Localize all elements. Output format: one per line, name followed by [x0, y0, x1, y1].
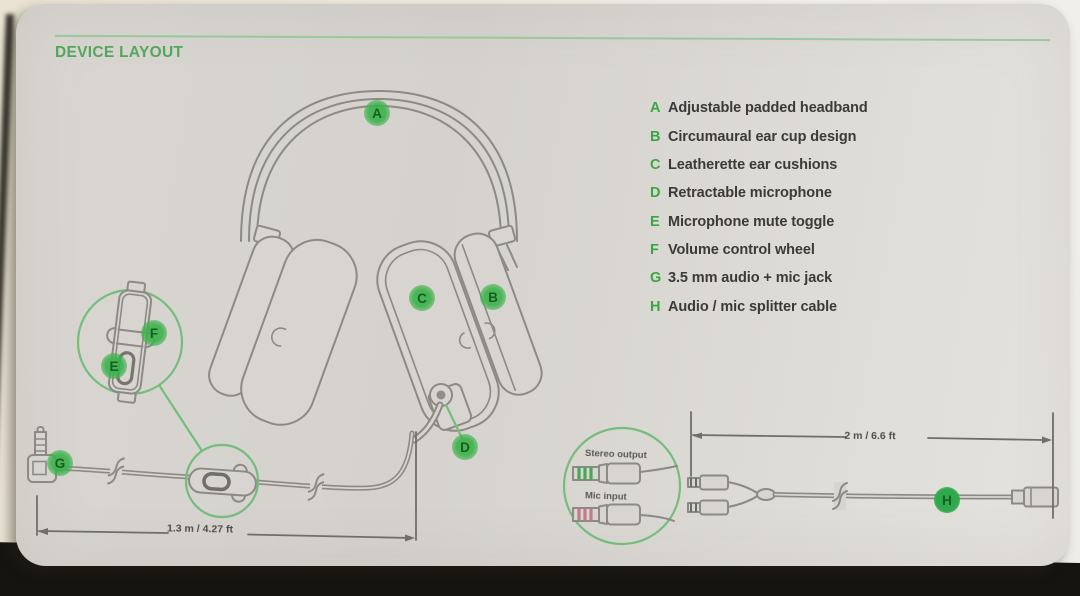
badge-b: B: [480, 284, 506, 310]
legend-letter: E: [650, 213, 660, 230]
legend-letter: H: [650, 298, 661, 315]
headset-illustration: [27, 90, 1059, 546]
badge-e: E: [101, 353, 127, 379]
device-layout-page: DEVICE LAYOUT: [16, 4, 1070, 566]
legend-label: Retractable microphone: [668, 185, 832, 202]
legend-label: Audio / mic splitter cable: [668, 298, 838, 315]
legend-item-e: E Microphone mute toggle: [650, 207, 868, 235]
legend-label: Adjustable padded headband: [668, 100, 868, 117]
badge-c: C: [409, 285, 435, 311]
mic-input-label: Mic input: [584, 490, 627, 503]
badge-h: H: [934, 487, 960, 513]
legend-item-g: G 3.5 mm audio + mic jack: [650, 264, 868, 292]
legend-letter: B: [650, 128, 661, 145]
badge-d: D: [452, 434, 478, 460]
splitter-length-label: 2 m / 6.6 ft: [844, 429, 896, 443]
legend: A Adjustable padded headband B Circumaur…: [650, 94, 868, 321]
legend-letter: F: [650, 241, 659, 258]
page-edge-shadow: [0, 14, 14, 524]
legend-label: Microphone mute toggle: [668, 213, 835, 230]
legend-item-f: F Volume control wheel: [650, 236, 868, 264]
legend-label: 3.5 mm audio + mic jack: [668, 270, 833, 287]
page-title: DEVICE LAYOUT: [55, 44, 184, 61]
legend-letter: D: [650, 185, 661, 202]
legend-letter: C: [650, 156, 661, 173]
legend-label: Volume control wheel: [668, 241, 815, 258]
legend-item-h: H Audio / mic splitter cable: [650, 292, 868, 320]
legend-label: Leatherette ear cushions: [668, 156, 838, 173]
legend-item-c: C Leatherette ear cushions: [650, 151, 868, 179]
legend-item-b: B Circumaural ear cup design: [650, 122, 868, 150]
stereo-output-label: Stereo output: [584, 447, 647, 462]
legend-label: Circumaural ear cup design: [668, 128, 857, 145]
legend-item-d: D Retractable microphone: [650, 179, 868, 207]
legend-item-a: A Adjustable padded headband: [650, 94, 868, 122]
badge-a: A: [364, 100, 390, 126]
legend-letter: G: [650, 270, 662, 287]
badge-g: G: [47, 450, 73, 476]
badge-f: F: [141, 320, 167, 346]
legend-letter: A: [650, 100, 661, 117]
cable-length-label: 1.3 m / 4.27 ft: [166, 522, 234, 536]
